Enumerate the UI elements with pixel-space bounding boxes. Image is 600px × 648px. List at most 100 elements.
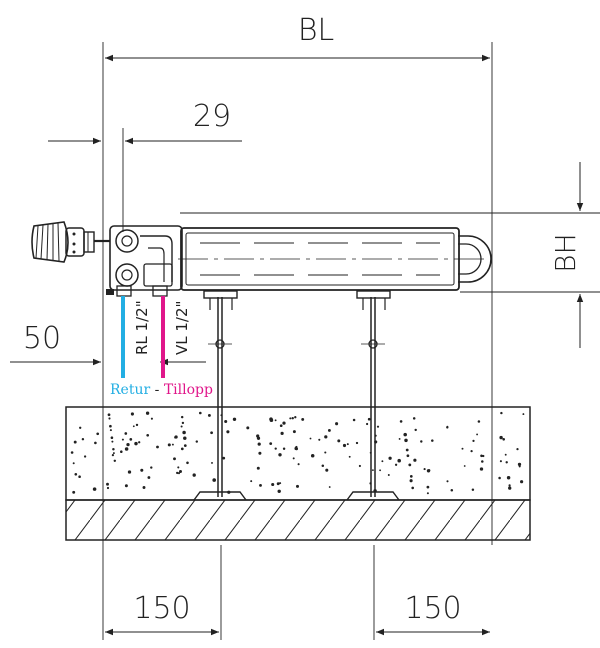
concrete-speck [346,443,349,446]
concrete-speck [295,447,298,451]
concrete-speck [294,416,297,419]
concrete-speck [179,470,182,473]
concrete-speck [271,482,275,487]
concrete-speck [376,425,380,428]
concrete-speck [176,471,179,475]
concrete-speck [518,465,521,468]
concrete-speck [150,417,153,420]
concrete-speck [106,486,110,490]
concrete-speck [177,466,180,469]
concrete-speck [411,486,415,490]
concrete-speck [129,438,133,441]
concrete-speck [70,451,74,454]
concrete-speck [482,454,485,458]
concrete-speck [156,445,159,449]
concrete-speck [132,425,135,428]
concrete-speck [522,413,525,416]
concrete-speck [310,454,315,458]
concrete-speck [110,436,114,439]
concrete-speck [256,466,260,470]
legend-flow: Tillopp [164,382,213,398]
concrete-speck [328,486,331,488]
concrete-speck [499,460,502,463]
concrete-speck [232,417,237,421]
concrete-speck [74,472,78,476]
concrete-speck [174,436,177,439]
concrete-speck [138,441,141,444]
dimension-150-left: 150 [105,591,219,636]
concrete-speck [258,451,262,455]
concrete-speck [348,455,351,458]
concrete-speck [426,469,431,473]
concrete-speck [171,443,174,446]
concrete-speck [420,440,423,443]
concrete-speck [177,472,181,475]
concrete-speck [274,419,277,422]
concrete-speck [72,462,75,465]
concrete-speck [124,447,129,451]
concrete-speck [409,475,413,478]
concrete-speck [367,417,371,421]
concrete-speck [145,411,150,415]
radiator-body [178,227,492,291]
support-bracket-left [193,290,247,501]
concrete-speck [517,462,522,467]
concrete-speck [112,452,115,455]
concrete-speck [309,437,312,440]
concrete-speck [476,433,479,436]
concrete-speck [256,436,261,440]
floor-slab [65,406,531,541]
concrete-speck [180,447,184,451]
concrete-speck [279,482,282,485]
concrete-speck [470,449,473,453]
dimension-150-right: 150 [376,591,490,636]
concrete-speck [403,432,407,437]
concrete-speck [112,447,115,451]
concrete-speck [111,440,114,443]
concrete-speck [508,486,512,490]
concrete-speck [278,453,282,457]
concrete-speck [291,416,294,420]
concrete-speck [321,464,325,468]
concrete-speck [398,437,401,440]
concrete-speck [480,454,483,458]
concrete-speck [498,476,501,480]
concrete-speck [109,424,112,428]
concrete-speck [399,420,403,423]
concrete-speck [371,469,374,472]
concrete-speck [224,419,228,424]
concrete-speck [297,463,300,466]
concrete-speck [292,430,296,434]
concrete-speck [282,421,286,425]
concrete-speck [379,469,382,472]
concrete-speck [180,415,184,419]
concrete-speck [96,432,100,436]
concrete-speck [276,482,280,486]
concrete-speck [394,463,398,466]
concrete-speck [504,453,507,456]
concrete-speck [477,420,481,423]
concrete-speck [72,490,76,494]
concrete-speck [186,461,189,465]
concrete-speck [113,459,117,462]
concrete-speck [222,456,226,460]
concrete-speck [192,473,196,477]
concrete-speck [142,486,146,489]
concrete-speck [502,438,505,441]
dimension-29-label: 29 [193,99,231,134]
concrete-speck [81,437,85,441]
concrete-speck [431,439,434,442]
concrete-speck [446,480,449,483]
dimension-50: 50 [10,321,206,366]
concrete-speck [259,483,262,487]
concrete-speck [292,457,295,460]
concrete-speck [408,463,412,467]
concrete-speck [282,447,286,450]
concrete-speck [134,441,138,446]
valve-assembly [31,221,183,297]
concrete-speck [426,492,429,495]
concrete-speck [183,436,187,440]
concrete-speck [167,443,171,447]
concrete-speck [250,480,253,483]
concrete-speck [342,443,347,448]
